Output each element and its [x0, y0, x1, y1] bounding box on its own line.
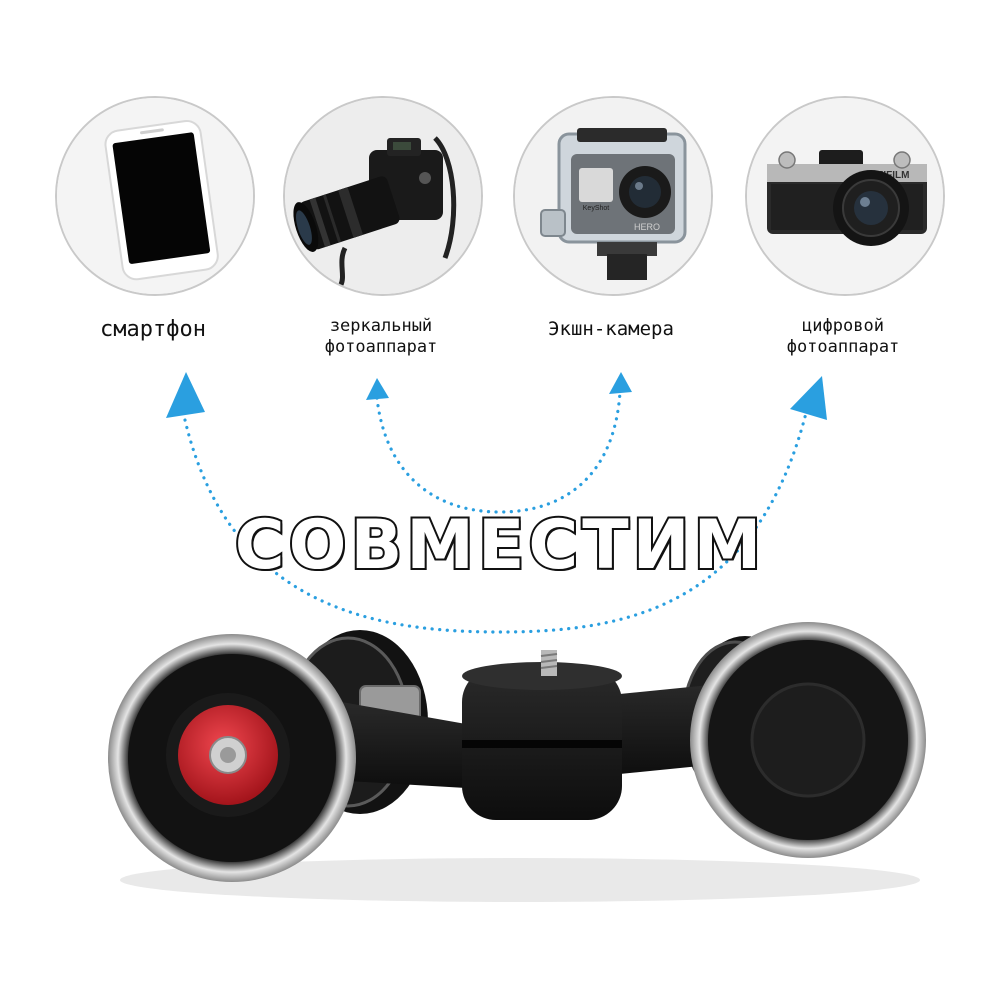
mounting-screw [540, 650, 558, 676]
device-label-smartphone: смартфон [55, 316, 251, 344]
device-circle-smartphone [55, 96, 255, 296]
left-arm [330, 700, 500, 790]
outer-dotted-arc [183, 403, 810, 634]
device-label-line: Экшн-камера [548, 318, 674, 340]
inner-dotted-arc [375, 390, 622, 514]
smartphone-icon [57, 98, 253, 294]
mirrorless-camera-icon: FUJIFILM [747, 98, 943, 294]
dolly-shadow [120, 858, 920, 902]
front-right-wheel [690, 622, 926, 858]
action-camera-model: HERO [634, 222, 660, 232]
device-label-mirrorless: цифровой фотоаппарат [745, 316, 941, 359]
device-label-action-camera: Экшн-камера [513, 318, 709, 342]
device-label-line: смартфон [100, 317, 206, 342]
action-camera-brand: KeyShot [583, 205, 610, 212]
headline: СОВМЕСТИМ [233, 504, 766, 587]
device-circle-mirrorless: FUJIFILM [745, 96, 945, 296]
central-hub [462, 662, 622, 820]
arrowhead-action-icon [609, 372, 632, 394]
front-left-wheel [108, 634, 356, 882]
device-label-line: зеркальный [329, 316, 433, 336]
arrowhead-mirrorless-icon [790, 376, 827, 420]
device-label-line: фотоаппарат [786, 337, 900, 358]
arrowhead-smartphone-icon [166, 372, 205, 418]
arrowhead-dslr-icon [366, 378, 389, 400]
device-label-line: цифровой [802, 316, 884, 336]
device-circle-action-camera: KeyShot HERO [513, 96, 713, 296]
device-label-dslr: зеркальный фотоаппарат [283, 316, 479, 359]
device-label-line: фотоаппарат [324, 337, 438, 358]
action-camera-icon: KeyShot HERO [515, 98, 711, 294]
